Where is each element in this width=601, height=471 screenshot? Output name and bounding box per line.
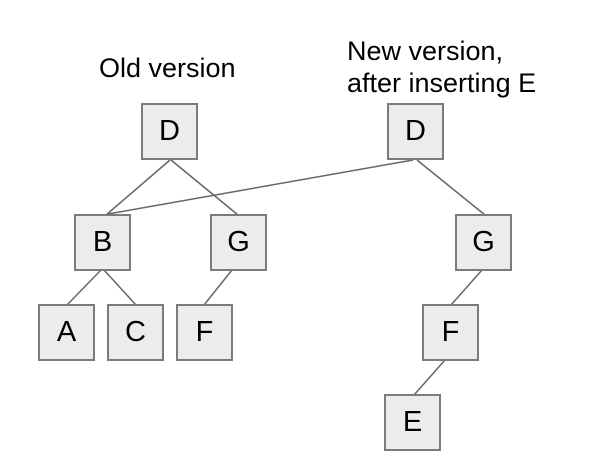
edge-new-F-to-new-E [413,359,446,396]
edge-old-D-to-old-B [105,159,171,216]
tree-node-old-B: B [74,214,131,271]
edge-new-D-to-new-G [416,159,486,216]
tree-node-old-D: D [141,103,198,160]
edge-new-G-to-new-F [450,269,483,306]
new-version-title-line2: after inserting E [347,68,537,98]
tree-node-new-E: E [384,394,441,451]
edge-old-G-to-old-F [203,269,233,306]
edge-old-B-to-old-C [103,269,137,306]
new-version-title-line1: New version, [347,36,504,66]
edge-new-D-to-old-B [107,159,414,215]
tree-node-old-G: G [210,214,267,271]
tree-node-old-A: A [38,304,95,361]
tree-node-new-F: F [422,304,479,361]
tree-node-new-D: D [387,103,444,160]
edge-old-B-to-old-A [66,269,102,306]
old-version-title: Old version [99,53,236,83]
tree-node-old-F: F [176,304,233,361]
new-version-title: New version, after inserting E [347,35,536,99]
edge-old-D-to-old-G [170,159,239,216]
tree-node-old-C: C [107,304,164,361]
tree-node-new-G: G [455,214,512,271]
